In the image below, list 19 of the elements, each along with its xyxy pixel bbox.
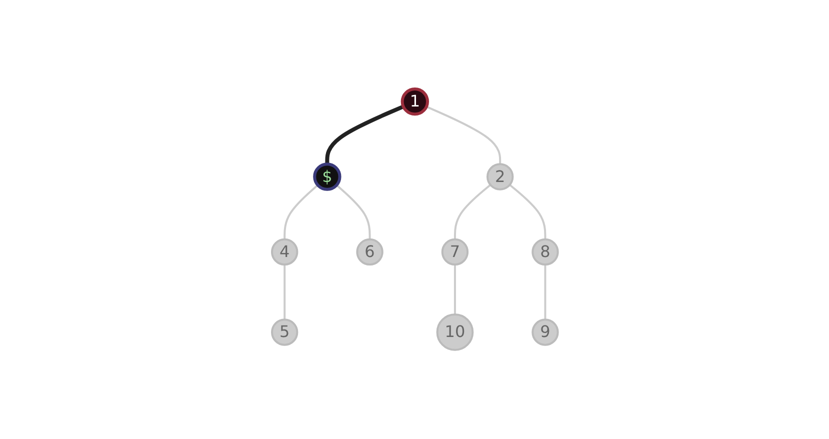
connector [508,184,546,240]
node-circle: 5 [270,318,298,346]
connector [324,104,404,164]
connector [283,184,318,240]
node-circle: 7 [440,238,468,266]
connector [426,106,501,164]
connector [454,184,491,240]
node-circle: 1 [400,88,429,116]
node-circle: 8 [531,238,558,266]
node-circle: 6 [356,238,383,266]
node-circle: 9 [531,318,558,346]
connector [544,264,546,320]
connector [283,264,286,320]
connector [336,184,370,240]
connector [454,264,456,315]
node-circle: $ [312,162,341,191]
node-circle: 2 [486,163,514,190]
node-circle: 10 [436,314,474,351]
node-circle: 4 [270,238,298,266]
